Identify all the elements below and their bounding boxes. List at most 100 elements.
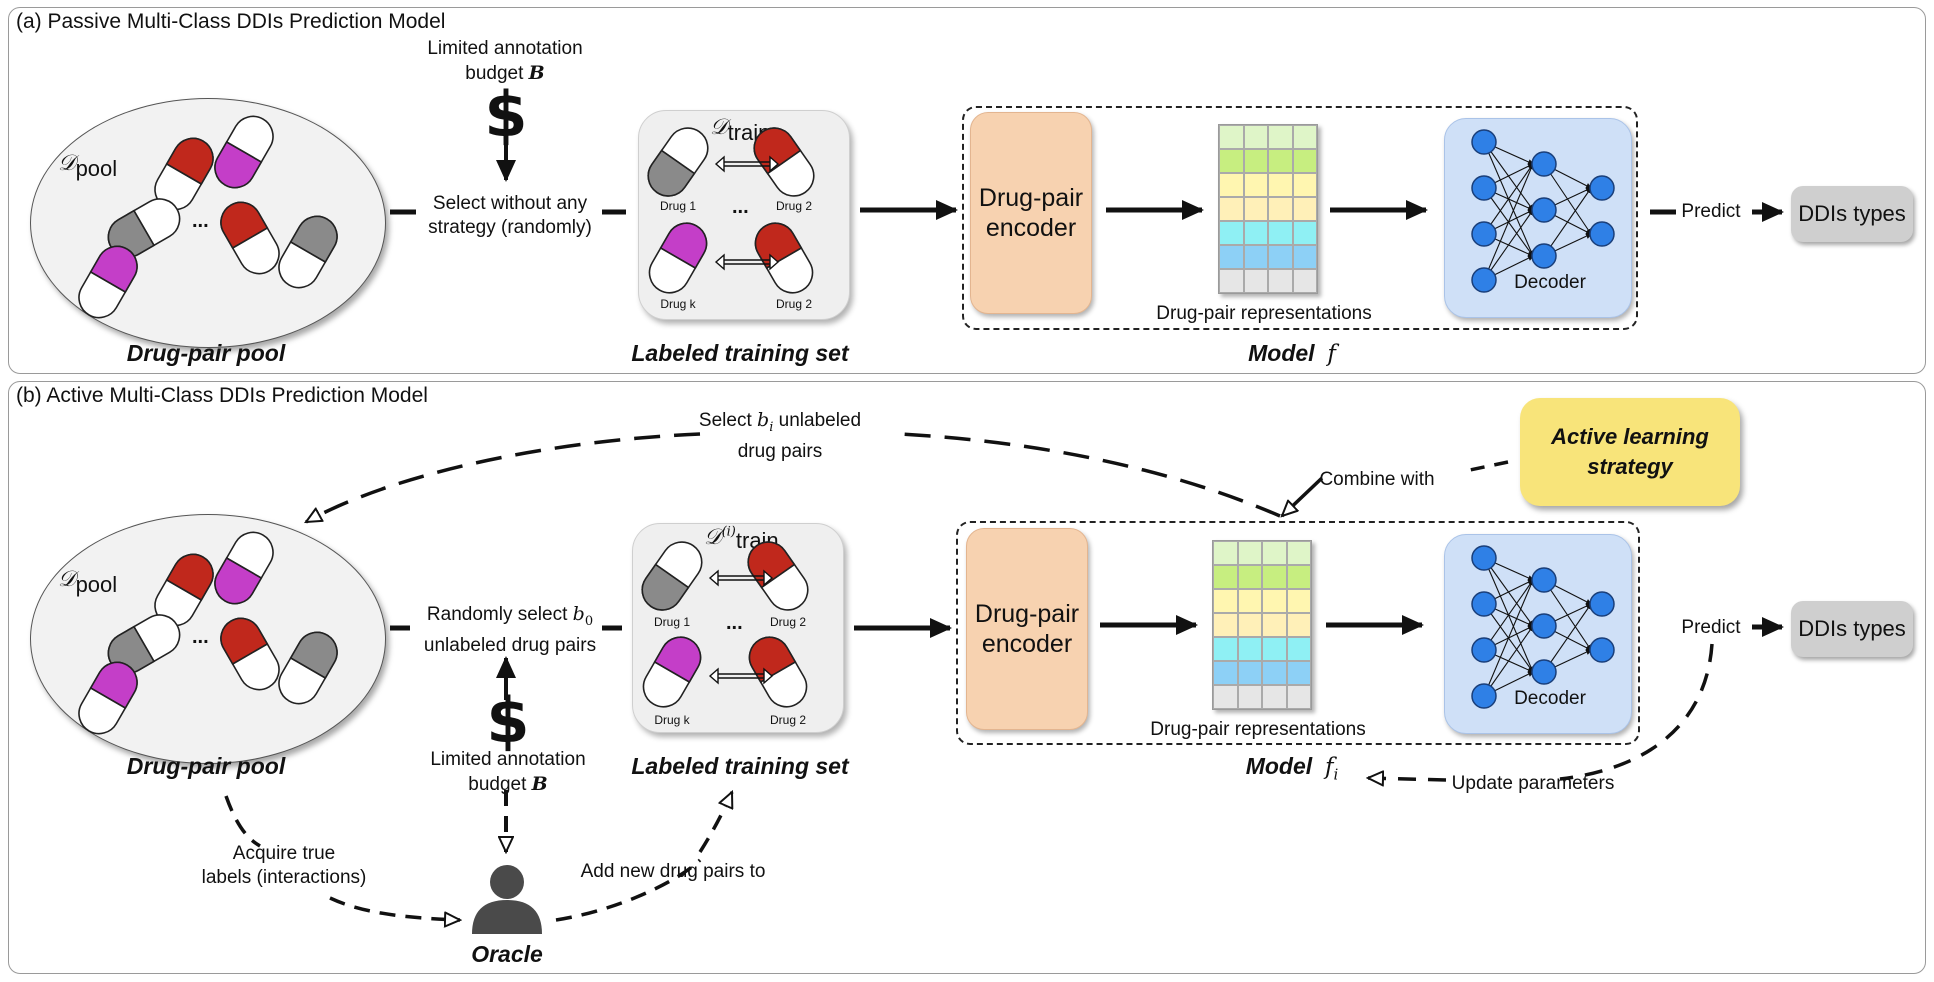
nn-node <box>1471 591 1497 617</box>
nn-node <box>1531 659 1557 685</box>
caption-oracle: Oracle <box>471 941 543 967</box>
nn-node <box>1471 267 1497 293</box>
panel-b-title: (b) Active Multi-Class DDIs Prediction M… <box>16 384 428 407</box>
capsule-icon <box>754 222 814 294</box>
update-parameters-label: Update parameters <box>1451 773 1615 794</box>
nn-node <box>1531 151 1557 177</box>
budget-line2-a: budget B <box>465 62 545 84</box>
model-box-b <box>956 521 1640 745</box>
nn-node <box>1531 243 1557 269</box>
pool-dots-a: ... <box>192 210 209 232</box>
train-dots-b: ... <box>726 612 743 634</box>
neural-network-layer <box>1471 129 1615 709</box>
representation-grid-b <box>1212 540 1312 710</box>
nn-edge <box>1483 209 1534 281</box>
train-dots-a: ... <box>732 196 749 218</box>
capsule-icon <box>748 636 808 708</box>
nn-node <box>1589 221 1615 247</box>
caption-labeled-training-set-a: Labeled training set <box>631 340 849 366</box>
capsule-icon <box>220 617 280 691</box>
caption-model-a: Model f <box>1248 340 1336 367</box>
capsule-icon <box>648 222 708 294</box>
double-arrow-head <box>763 667 774 685</box>
caption-drug-pair-pool-b: Drug-pair pool <box>126 753 286 779</box>
pool-label-b: 𝒟pool <box>58 567 118 597</box>
capsule-icon <box>278 631 338 705</box>
nn-node <box>1531 567 1557 593</box>
representation-grid-a <box>1218 124 1318 294</box>
add-pairs-arrow <box>698 792 734 853</box>
drug-label: Drug k <box>660 297 696 311</box>
drug-label: Drug 1 <box>659 199 697 213</box>
capsule-icon <box>642 636 702 708</box>
nn-edge <box>1543 603 1592 673</box>
capsule-icon <box>220 201 280 275</box>
decoder-label-b: Decoder <box>1514 688 1586 709</box>
drug-pair-encoder-b: Drug-pair encoder <box>966 528 1088 730</box>
update-parameters-arrow <box>1368 778 1447 780</box>
pool-symbol: 𝒟 <box>58 151 76 176</box>
pool-sub: pool <box>75 156 118 181</box>
panel-a-title: (a) Passive Multi-Class DDIs Prediction … <box>16 10 446 33</box>
nn-node <box>1531 613 1557 639</box>
nn-node <box>1471 175 1497 201</box>
caption-drug-pair-pool-a: Drug-pair pool <box>126 340 286 366</box>
nn-edge <box>1483 163 1534 281</box>
capsule-icon <box>214 115 274 189</box>
ddis-types-b: DDIs types <box>1791 601 1913 657</box>
double-arrow-head <box>714 253 725 271</box>
drug-label: Drug 1 <box>653 615 691 629</box>
nn-edge <box>1483 625 1534 697</box>
drug-label: Drug 2 <box>769 615 807 629</box>
capsule-icon <box>78 245 138 319</box>
capsule-icon <box>78 661 138 735</box>
nn-edge <box>1483 579 1534 697</box>
train-label-b: 𝒟(i)train <box>704 524 779 553</box>
nn-node <box>1589 175 1615 201</box>
nn-edge <box>1483 163 1534 235</box>
capsule-icon <box>278 215 338 289</box>
drug-label: Drug 2 <box>775 199 813 213</box>
arrow-layer <box>224 140 1784 920</box>
add-pairs-text: Add new drug pairs to <box>580 861 766 882</box>
random-select-text-b: Randomly select b0 unlabeled drug pairs <box>423 603 597 656</box>
repr-label-b: Drug-pair representations <box>1150 719 1366 740</box>
capsule-icon <box>154 553 214 627</box>
nn-edge <box>1543 187 1592 257</box>
capsule-icon <box>647 127 709 197</box>
strategy-connector <box>1469 460 1509 472</box>
select-random-text-a: Select without any strategy (randomly) <box>428 193 592 238</box>
capsule-icon <box>641 541 703 611</box>
nn-node <box>1589 591 1615 617</box>
nn-node <box>1471 683 1497 709</box>
caption-model-b: Model fi <box>1245 753 1339 784</box>
double-arrow-head <box>708 667 719 685</box>
repr-label-a: Drug-pair representations <box>1156 303 1372 324</box>
predict-label-b: Predict <box>1681 617 1741 638</box>
pool-label-a: 𝒟pool <box>58 150 117 181</box>
budget-text-b: Limited annotation budget B <box>430 749 586 795</box>
nn-node <box>1589 637 1615 663</box>
double-arrow-head <box>714 155 725 173</box>
pool-dots-b: ... <box>192 626 209 648</box>
active-learning-strategy: Active learning strategy <box>1520 398 1740 506</box>
drug-label: Drug 2 <box>769 713 807 727</box>
combine-arrow <box>1282 476 1324 516</box>
nn-node <box>1471 545 1497 571</box>
double-arrow-head <box>769 155 780 173</box>
drug-label: Drug 2 <box>775 297 813 311</box>
pill-layer <box>78 115 815 735</box>
ddis-types-a: DDIs types <box>1791 186 1913 242</box>
double-arrow-head <box>708 569 719 587</box>
decoder-label-a: Decoder <box>1514 272 1586 293</box>
budget-line1-a: Limited annotation <box>427 38 583 59</box>
oracle-icon <box>472 865 542 934</box>
update-curve <box>1559 643 1714 781</box>
select-bi-curve-right <box>899 432 1281 518</box>
acquire-curve-top <box>224 795 261 848</box>
nn-edge <box>1483 579 1534 651</box>
predict-label-a: Predict <box>1681 201 1741 222</box>
nn-node <box>1471 637 1497 663</box>
nn-node <box>1471 129 1497 155</box>
